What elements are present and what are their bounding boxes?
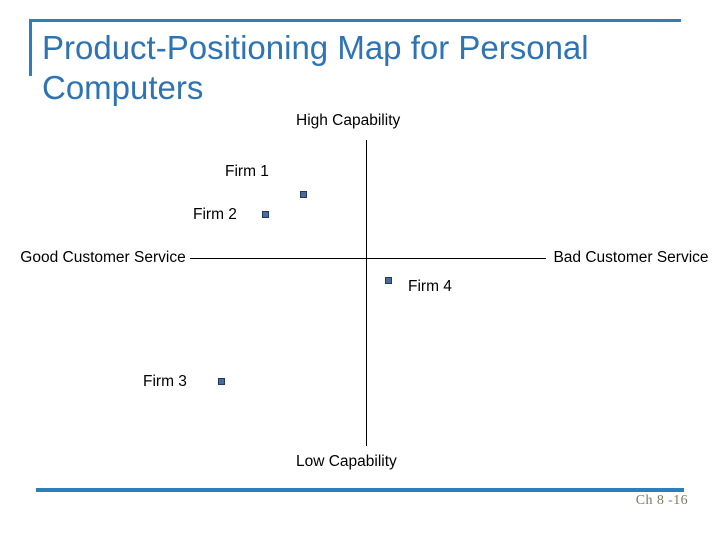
page-title: Product-Positioning Map for Personal Com…	[42, 29, 589, 106]
vertical-axis-line	[366, 140, 367, 446]
data-point-marker-firm-1	[300, 191, 307, 198]
footer-page-number: Ch 8 -16	[635, 493, 688, 508]
data-point-label-firm-1: Firm 1	[225, 163, 269, 180]
data-point-label-firm-2: Firm 2	[193, 206, 237, 223]
title-top-rule	[29, 19, 681, 22]
footer-rule	[36, 488, 684, 492]
title-left-rule	[29, 19, 32, 76]
data-point-marker-firm-3	[218, 378, 225, 385]
axis-label-good-customer-service: Good Customer Service	[20, 249, 186, 266]
data-point-marker-firm-2	[262, 211, 269, 218]
axis-label-high-capability: High Capability	[296, 112, 401, 129]
data-point-label-firm-4: Firm 4	[408, 278, 452, 295]
axis-label-low-capability: Low Capability	[296, 453, 397, 470]
data-point-marker-firm-4	[385, 277, 392, 284]
data-point-label-firm-3: Firm 3	[143, 373, 187, 390]
horizontal-axis-line	[190, 258, 546, 259]
axis-label-bad-customer-service: Bad Customer Service	[553, 249, 709, 266]
